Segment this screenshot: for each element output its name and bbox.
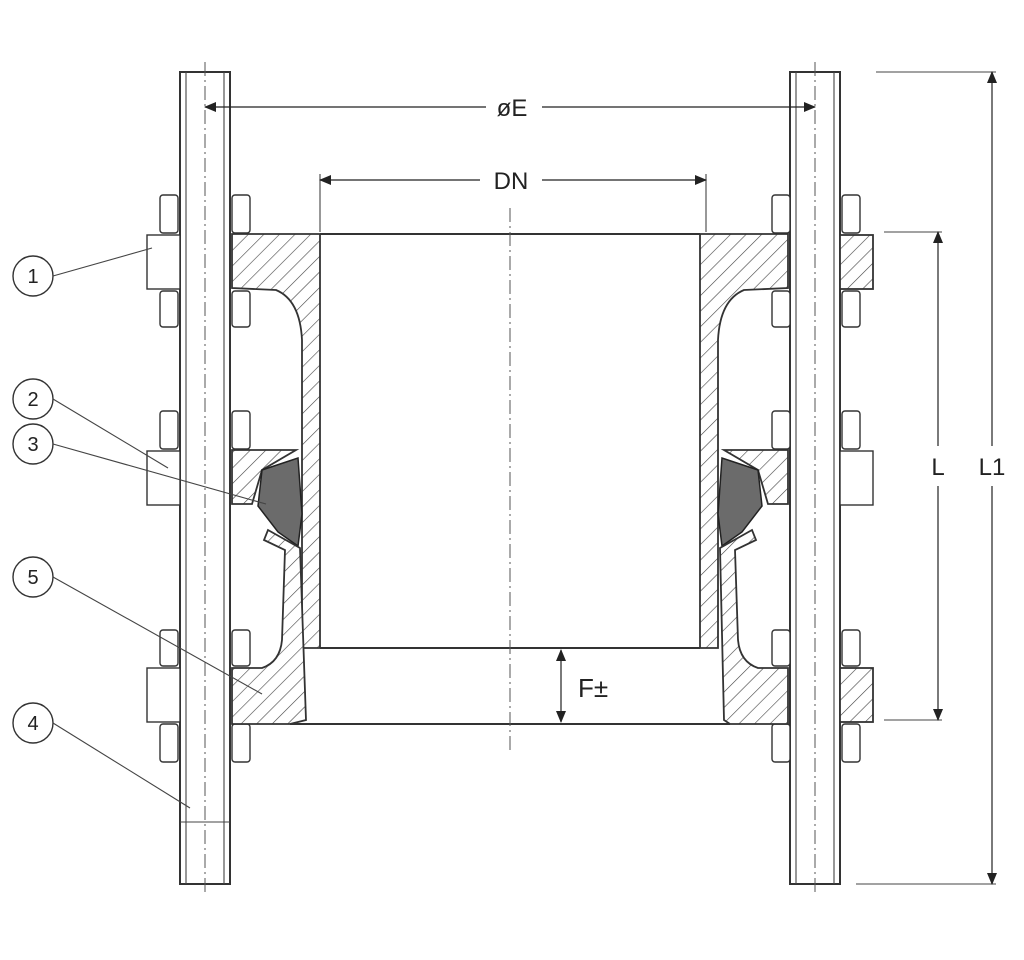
- lower-flange-left: [231, 528, 307, 725]
- tie-rod-right: [789, 62, 841, 892]
- callout-2-label: 2: [27, 389, 38, 411]
- callout-2: 2: [12, 378, 169, 469]
- label-length: L: [931, 454, 944, 481]
- lower-flange-right: [719, 528, 789, 725]
- spigot-flange-left: [231, 233, 321, 649]
- seal-left: [257, 456, 303, 548]
- tie-rod-left: [179, 62, 231, 892]
- callout-3: 3: [12, 423, 267, 505]
- label-outer-diameter: øE: [497, 95, 528, 122]
- label-total-length: L1: [979, 454, 1006, 481]
- dimension-nominal-diameter: [319, 174, 707, 232]
- pipe-bore: [290, 208, 730, 752]
- dimension-total-length: [856, 71, 997, 885]
- spigot-flange-right: [699, 233, 789, 649]
- callout-5-label: 5: [27, 567, 38, 589]
- nuts-left: [146, 194, 251, 763]
- label-travel: F±: [578, 673, 608, 703]
- callout-1-label: 1: [27, 266, 38, 288]
- callout-4: 4: [12, 702, 191, 809]
- label-nominal-diameter: DN: [494, 168, 529, 195]
- gland-right: [720, 449, 789, 505]
- seal-right: [717, 456, 763, 548]
- callout-5: 5: [12, 556, 263, 695]
- callout-3-label: 3: [27, 434, 38, 456]
- gland-left: [231, 449, 300, 505]
- callout-1: 1: [12, 247, 153, 297]
- dimension-length: [884, 231, 943, 721]
- callout-4-label: 4: [27, 713, 38, 735]
- nuts-right: [771, 194, 874, 763]
